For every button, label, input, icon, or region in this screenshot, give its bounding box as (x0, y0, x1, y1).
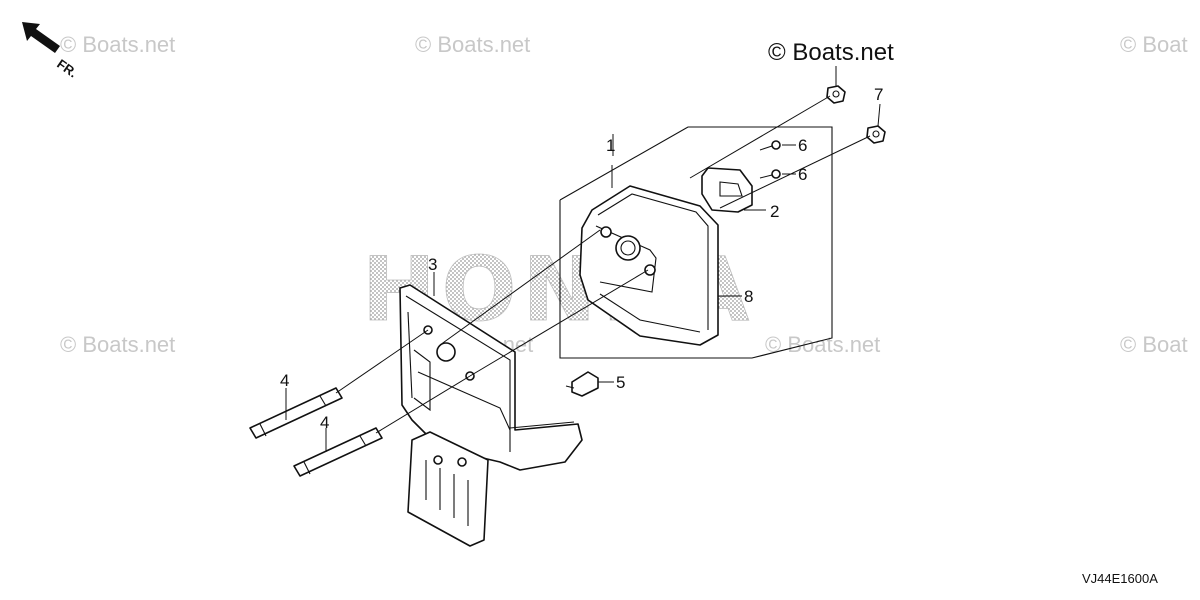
muffler (579, 185, 719, 346)
watermark-group: © Boats.net © Boats.net © Boat © Boats.n… (60, 32, 1188, 357)
front-direction-arrow-icon (22, 22, 60, 53)
watermark-mid-far-right: © Boat (1120, 332, 1188, 357)
watermark-top-right: © Boat (1120, 32, 1188, 57)
leader-lines (285, 66, 881, 452)
flange-nut-upper (826, 85, 846, 104)
muffler-gasket (701, 167, 753, 213)
callout-6-lower: 6 (798, 165, 807, 184)
callout-5: 5 (616, 373, 625, 392)
small-screw-upper (759, 140, 781, 151)
callout-1: 1 (606, 136, 615, 155)
callout-3: 3 (428, 255, 437, 274)
callout-2: 2 (770, 202, 779, 221)
diagram-code: VJ44E1600A (1082, 571, 1158, 586)
muffler-protector (399, 284, 583, 471)
protector-bottom-plate (407, 431, 489, 547)
watermark-top-center: © Boats.net (415, 32, 530, 57)
watermark-main: © Boats.net (768, 39, 894, 66)
front-direction-label: FR. (54, 56, 80, 80)
flange-nut-lower (866, 125, 886, 144)
stud-bolt-lower (293, 427, 383, 477)
callout-6-upper: 6 (798, 136, 807, 155)
small-screw-lower (759, 169, 781, 179)
flange-bolt (565, 371, 599, 397)
callout-4-lower: 4 (320, 413, 329, 432)
muffler-assembly-box (559, 126, 833, 359)
watermark-mid-right: © Boats.net (765, 332, 880, 357)
watermark-mid-left: © Boats.net (60, 332, 175, 357)
stud-bolt-upper (249, 387, 343, 439)
watermark-top-left: © Boats.net (60, 32, 175, 57)
callout-4-upper: 4 (280, 371, 289, 390)
callout-8: 8 (744, 287, 753, 306)
callout-7: 7 (874, 85, 883, 104)
